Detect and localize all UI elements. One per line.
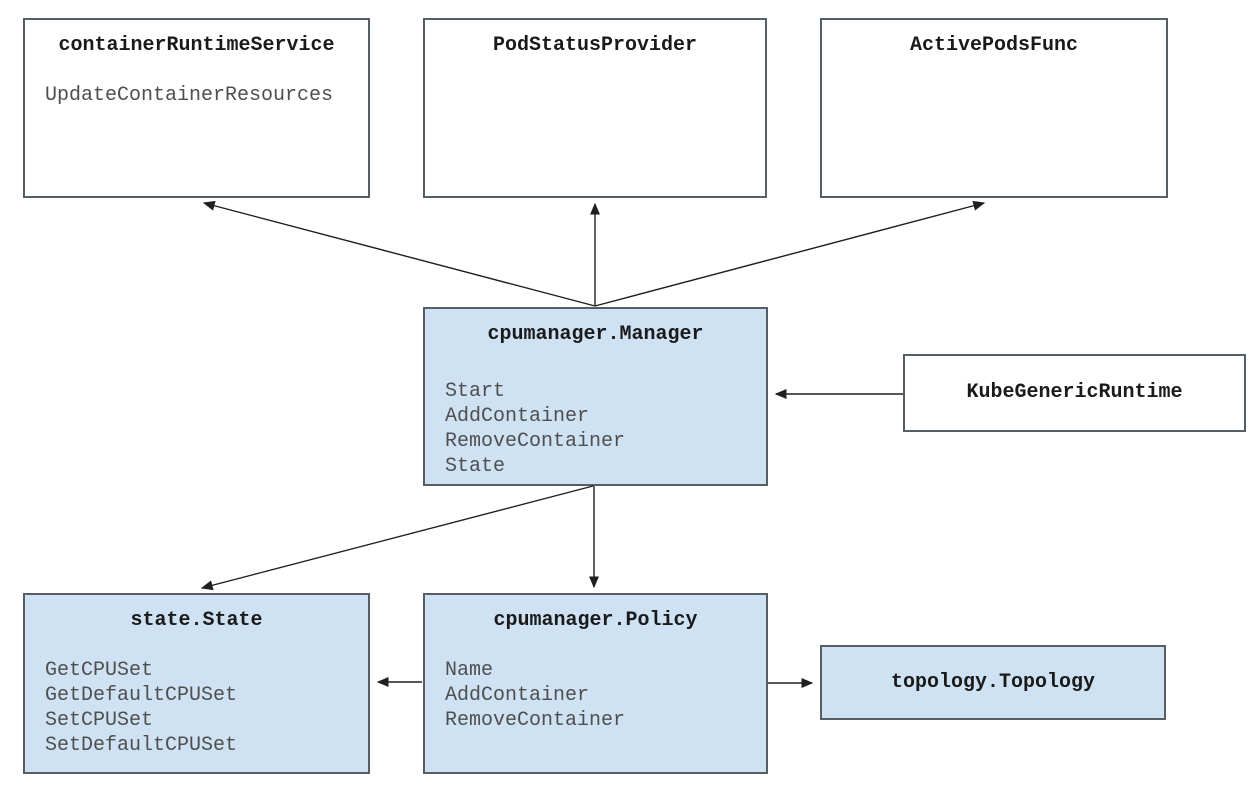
method-item: UpdateContainerResources xyxy=(45,84,334,107)
arrow-manager-to-state-state xyxy=(200,485,594,591)
node-cpumanager-policy: cpumanager.Policy Name AddContainer Remo… xyxy=(423,593,768,774)
node-title: cpumanager.Manager xyxy=(487,323,704,346)
node-title: PodStatusProvider xyxy=(492,34,698,57)
method-item: AddContainer xyxy=(445,405,590,428)
node-method-list: Start AddContainer RemoveContainer State xyxy=(425,379,766,479)
node-title: ActivePodsFunc xyxy=(909,34,1079,57)
node-state-state: state.State GetCPUSet GetDefaultCPUSet S… xyxy=(23,593,370,774)
method-item: RemoveContainer xyxy=(445,430,626,453)
method-item: GetDefaultCPUSet xyxy=(45,684,238,707)
node-pod-status-provider: PodStatusProvider xyxy=(423,18,767,198)
method-item: AddContainer xyxy=(445,684,590,707)
method-item: State xyxy=(445,455,506,478)
method-item: Name xyxy=(445,659,494,682)
node-title: state.State xyxy=(130,609,263,632)
node-title: cpumanager.Policy xyxy=(493,609,698,632)
node-method-list: GetCPUSet GetDefaultCPUSet SetCPUSet Set… xyxy=(25,658,368,758)
node-kube-generic-runtime: KubeGenericRuntime xyxy=(903,354,1246,432)
node-method-list: Name AddContainer RemoveContainer xyxy=(425,658,766,733)
node-cpumanager-manager: cpumanager.Manager Start AddContainer Re… xyxy=(423,307,768,486)
node-topology-topology: topology.Topology xyxy=(820,645,1166,720)
method-item: GetCPUSet xyxy=(45,659,154,682)
method-item: Start xyxy=(445,380,506,403)
arrow-manager-to-container-runtime-service xyxy=(202,200,596,307)
node-method-list: UpdateContainerResources xyxy=(25,83,368,108)
node-active-pods-func: ActivePodsFunc xyxy=(820,18,1168,198)
arrow-manager-to-active-pods-func xyxy=(594,200,986,307)
node-container-runtime-service: containerRuntimeService UpdateContainerR… xyxy=(23,18,370,198)
node-title: containerRuntimeService xyxy=(58,34,335,57)
method-item: RemoveContainer xyxy=(445,709,626,732)
method-item: SetCPUSet xyxy=(45,709,154,732)
node-title: KubeGenericRuntime xyxy=(966,381,1183,404)
method-item: SetDefaultCPUSet xyxy=(45,734,238,757)
node-title: topology.Topology xyxy=(890,670,1096,694)
